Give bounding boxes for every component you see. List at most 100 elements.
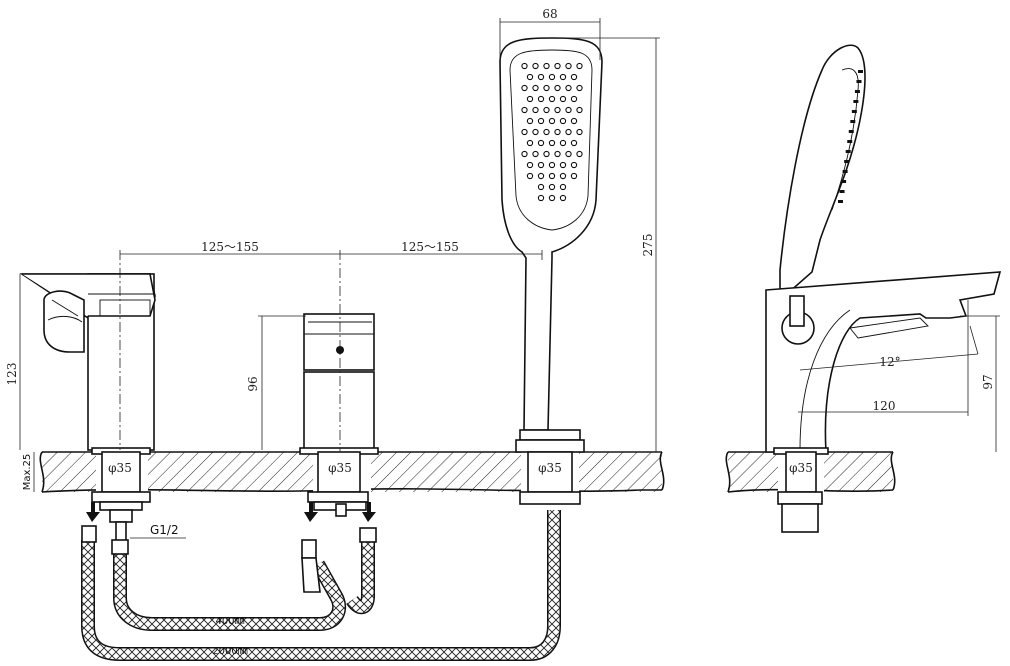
side-nozzle <box>844 160 850 163</box>
spray-hole <box>559 139 567 147</box>
spray-hole <box>559 117 567 125</box>
spray-hole <box>537 183 545 191</box>
side-nozzle <box>853 100 859 103</box>
spray-hole <box>554 84 561 92</box>
spray-hole <box>554 106 561 114</box>
label-spacing-right: 125～155 <box>401 240 459 254</box>
spray-hole <box>526 139 534 147</box>
spray-hole <box>559 95 567 103</box>
spray-hole <box>570 117 578 125</box>
spray-hole <box>532 150 539 158</box>
side-view <box>765 44 1002 533</box>
spray-hole <box>570 139 578 147</box>
spray-hole <box>532 106 539 114</box>
spray-hole <box>559 172 567 180</box>
spray-hole <box>537 139 545 147</box>
label-hose-short: 400㎜ <box>215 616 244 627</box>
spray-hole <box>521 128 528 136</box>
spray-hole <box>548 161 556 169</box>
label-spacing-left: 125～155 <box>201 240 259 254</box>
spray-hole <box>537 117 545 125</box>
side-nozzle <box>848 130 854 133</box>
label-deck-thickness: Max.25 <box>22 454 33 491</box>
spray-hole <box>521 84 528 92</box>
hand-shower <box>499 37 603 505</box>
spray-hole <box>548 172 556 180</box>
label-hole-side: φ35 <box>789 461 813 475</box>
spray-hole <box>548 139 556 147</box>
spray-hole <box>521 150 528 158</box>
spray-hole <box>532 84 539 92</box>
label-shower-height: 275 <box>641 234 655 257</box>
label-shower-width: 68 <box>542 7 557 21</box>
spray-hole <box>576 128 583 136</box>
spray-hole <box>548 183 556 191</box>
label-side-height: 97 <box>981 374 995 389</box>
side-nozzle <box>845 150 851 153</box>
flow-arrows <box>86 502 376 522</box>
spray-hole <box>543 150 550 158</box>
side-nozzle <box>842 170 848 173</box>
spray-hole <box>537 73 545 81</box>
spray-hole <box>565 84 572 92</box>
spray-hole <box>565 150 572 158</box>
spray-hole <box>537 95 545 103</box>
spray-hole <box>554 128 561 136</box>
spray-hole <box>526 117 534 125</box>
side-nozzle <box>856 80 862 83</box>
spout <box>19 273 156 545</box>
spray-hole <box>548 73 556 81</box>
label-spout-angle: 12° <box>879 355 900 369</box>
spray-hole <box>576 62 583 70</box>
spray-hole <box>526 172 534 180</box>
spray-hole <box>537 194 545 202</box>
side-nozzle <box>838 200 843 203</box>
spray-hole <box>521 62 528 70</box>
side-nozzle <box>841 180 847 183</box>
label-hole-middle: φ35 <box>328 461 352 475</box>
dimension-lines <box>19 18 1000 492</box>
spray-hole <box>548 117 556 125</box>
side-nozzle <box>854 90 860 93</box>
spray-hole <box>570 95 578 103</box>
spray-hole <box>526 95 534 103</box>
label-hole-right: φ35 <box>538 461 562 475</box>
spray-hole <box>532 62 539 70</box>
spray-hole <box>570 161 578 169</box>
spray-hole <box>565 106 572 114</box>
spray-hole <box>548 194 556 202</box>
spray-hole <box>537 161 545 169</box>
side-nozzle <box>850 120 856 123</box>
spray-hole <box>576 106 583 114</box>
spray-hole <box>576 150 583 158</box>
side-nozzles <box>838 70 863 203</box>
label-hole-left: φ35 <box>108 461 132 475</box>
spray-hole <box>543 106 550 114</box>
spray-hole <box>559 73 567 81</box>
spray-hole <box>537 172 545 180</box>
spray-hole <box>526 73 534 81</box>
spray-hole <box>565 62 572 70</box>
spray-hole <box>521 106 528 114</box>
spray-hole <box>526 161 534 169</box>
spray-hole <box>559 194 567 202</box>
spray-hole <box>559 161 567 169</box>
side-nozzle <box>851 110 857 113</box>
spray-hole <box>532 128 539 136</box>
label-thread: G1/2 <box>150 523 179 537</box>
spray-hole <box>565 128 572 136</box>
side-nozzle <box>858 70 863 73</box>
spray-hole <box>554 62 561 70</box>
spray-hole <box>543 62 550 70</box>
label-spout-reach: 120 <box>873 399 896 413</box>
spray-hole <box>548 95 556 103</box>
spray-hole <box>576 84 583 92</box>
spray-holes <box>521 62 583 202</box>
spray-hole <box>554 150 561 158</box>
spray-hole <box>543 128 550 136</box>
spray-hole <box>570 73 578 81</box>
spray-hole <box>570 172 578 180</box>
label-mixer-height: 96 <box>246 376 260 391</box>
label-hose-long: 2000㎜ <box>212 646 247 657</box>
